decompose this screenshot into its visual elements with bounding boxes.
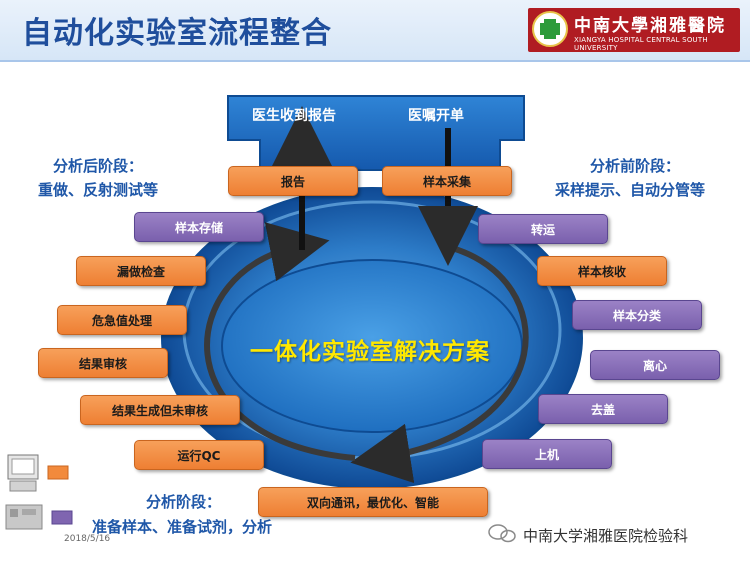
footer-brand: 中南大学湘雅医院检验科 xyxy=(523,527,689,545)
step-transport: 转运 xyxy=(478,214,608,244)
pre-analysis-title: 分析前阶段： xyxy=(590,157,681,175)
step-missed-check: 漏做检查 xyxy=(76,256,206,286)
right-arc-arrow xyxy=(350,245,529,484)
doctor-report-label: 医生收到报告 xyxy=(252,108,336,124)
doctor-order-label: 医嘱开单 xyxy=(408,108,464,124)
hospital-logo: 中南大學湘雅醫院 XIANGYA HOSPITAL CENTRAL SOUTH … xyxy=(528,8,740,52)
step-run-qc: 运行QC xyxy=(134,440,264,470)
slide-title: 自动化实验室流程整合 xyxy=(22,16,332,51)
wechat-icon xyxy=(488,524,516,543)
left-arc-arrow xyxy=(204,222,356,461)
post-analysis-desc: 重做、反射测试等 xyxy=(38,181,159,199)
step-sample-storage: 样本存储 xyxy=(134,212,264,242)
analysis-phase-title: 分析阶段： xyxy=(146,493,222,511)
step-report: 报告 xyxy=(228,166,358,196)
step-bidirectional-comm: 双向通讯，最优化、智能 xyxy=(258,487,488,517)
lab-instrument-icon xyxy=(5,504,43,530)
logo-name-en: XIANGYA HOSPITAL CENTRAL SOUTH UNIVERSIT… xyxy=(574,36,708,52)
pre-analysis-desc: 采样提示、自动分管等 xyxy=(555,181,706,199)
legend-orange-swatch xyxy=(47,465,69,480)
center-solution-label: 一体化实验室解决方案 xyxy=(250,339,490,365)
step-critical-value: 危急值处理 xyxy=(57,305,187,335)
step-result-review: 结果审核 xyxy=(38,348,168,378)
post-analysis-title: 分析后阶段： xyxy=(53,157,144,175)
step-sample-collect: 样本采集 xyxy=(382,166,512,196)
logo-name-cn: 中南大學湘雅醫院 xyxy=(574,16,726,36)
step-centrifuge: 离心 xyxy=(590,350,720,380)
hospital-emblem-icon xyxy=(532,11,568,47)
step-load: 上机 xyxy=(482,439,612,469)
step-sample-check: 样本核收 xyxy=(537,256,667,286)
step-decap: 去盖 xyxy=(538,394,668,424)
step-result-unreviewed: 结果生成但未审核 xyxy=(80,395,240,425)
computer-icon xyxy=(7,454,39,492)
header-banner: 自动化实验室流程整合 中南大學湘雅醫院 XIANGYA HOSPITAL CEN… xyxy=(0,0,750,62)
slide-date: 2018/5/16 xyxy=(64,534,111,544)
step-sample-sort: 样本分类 xyxy=(572,300,702,330)
analysis-phase-desc: 准备样本、准备试剂，分析 xyxy=(92,518,273,536)
legend-purple-swatch xyxy=(51,510,73,525)
